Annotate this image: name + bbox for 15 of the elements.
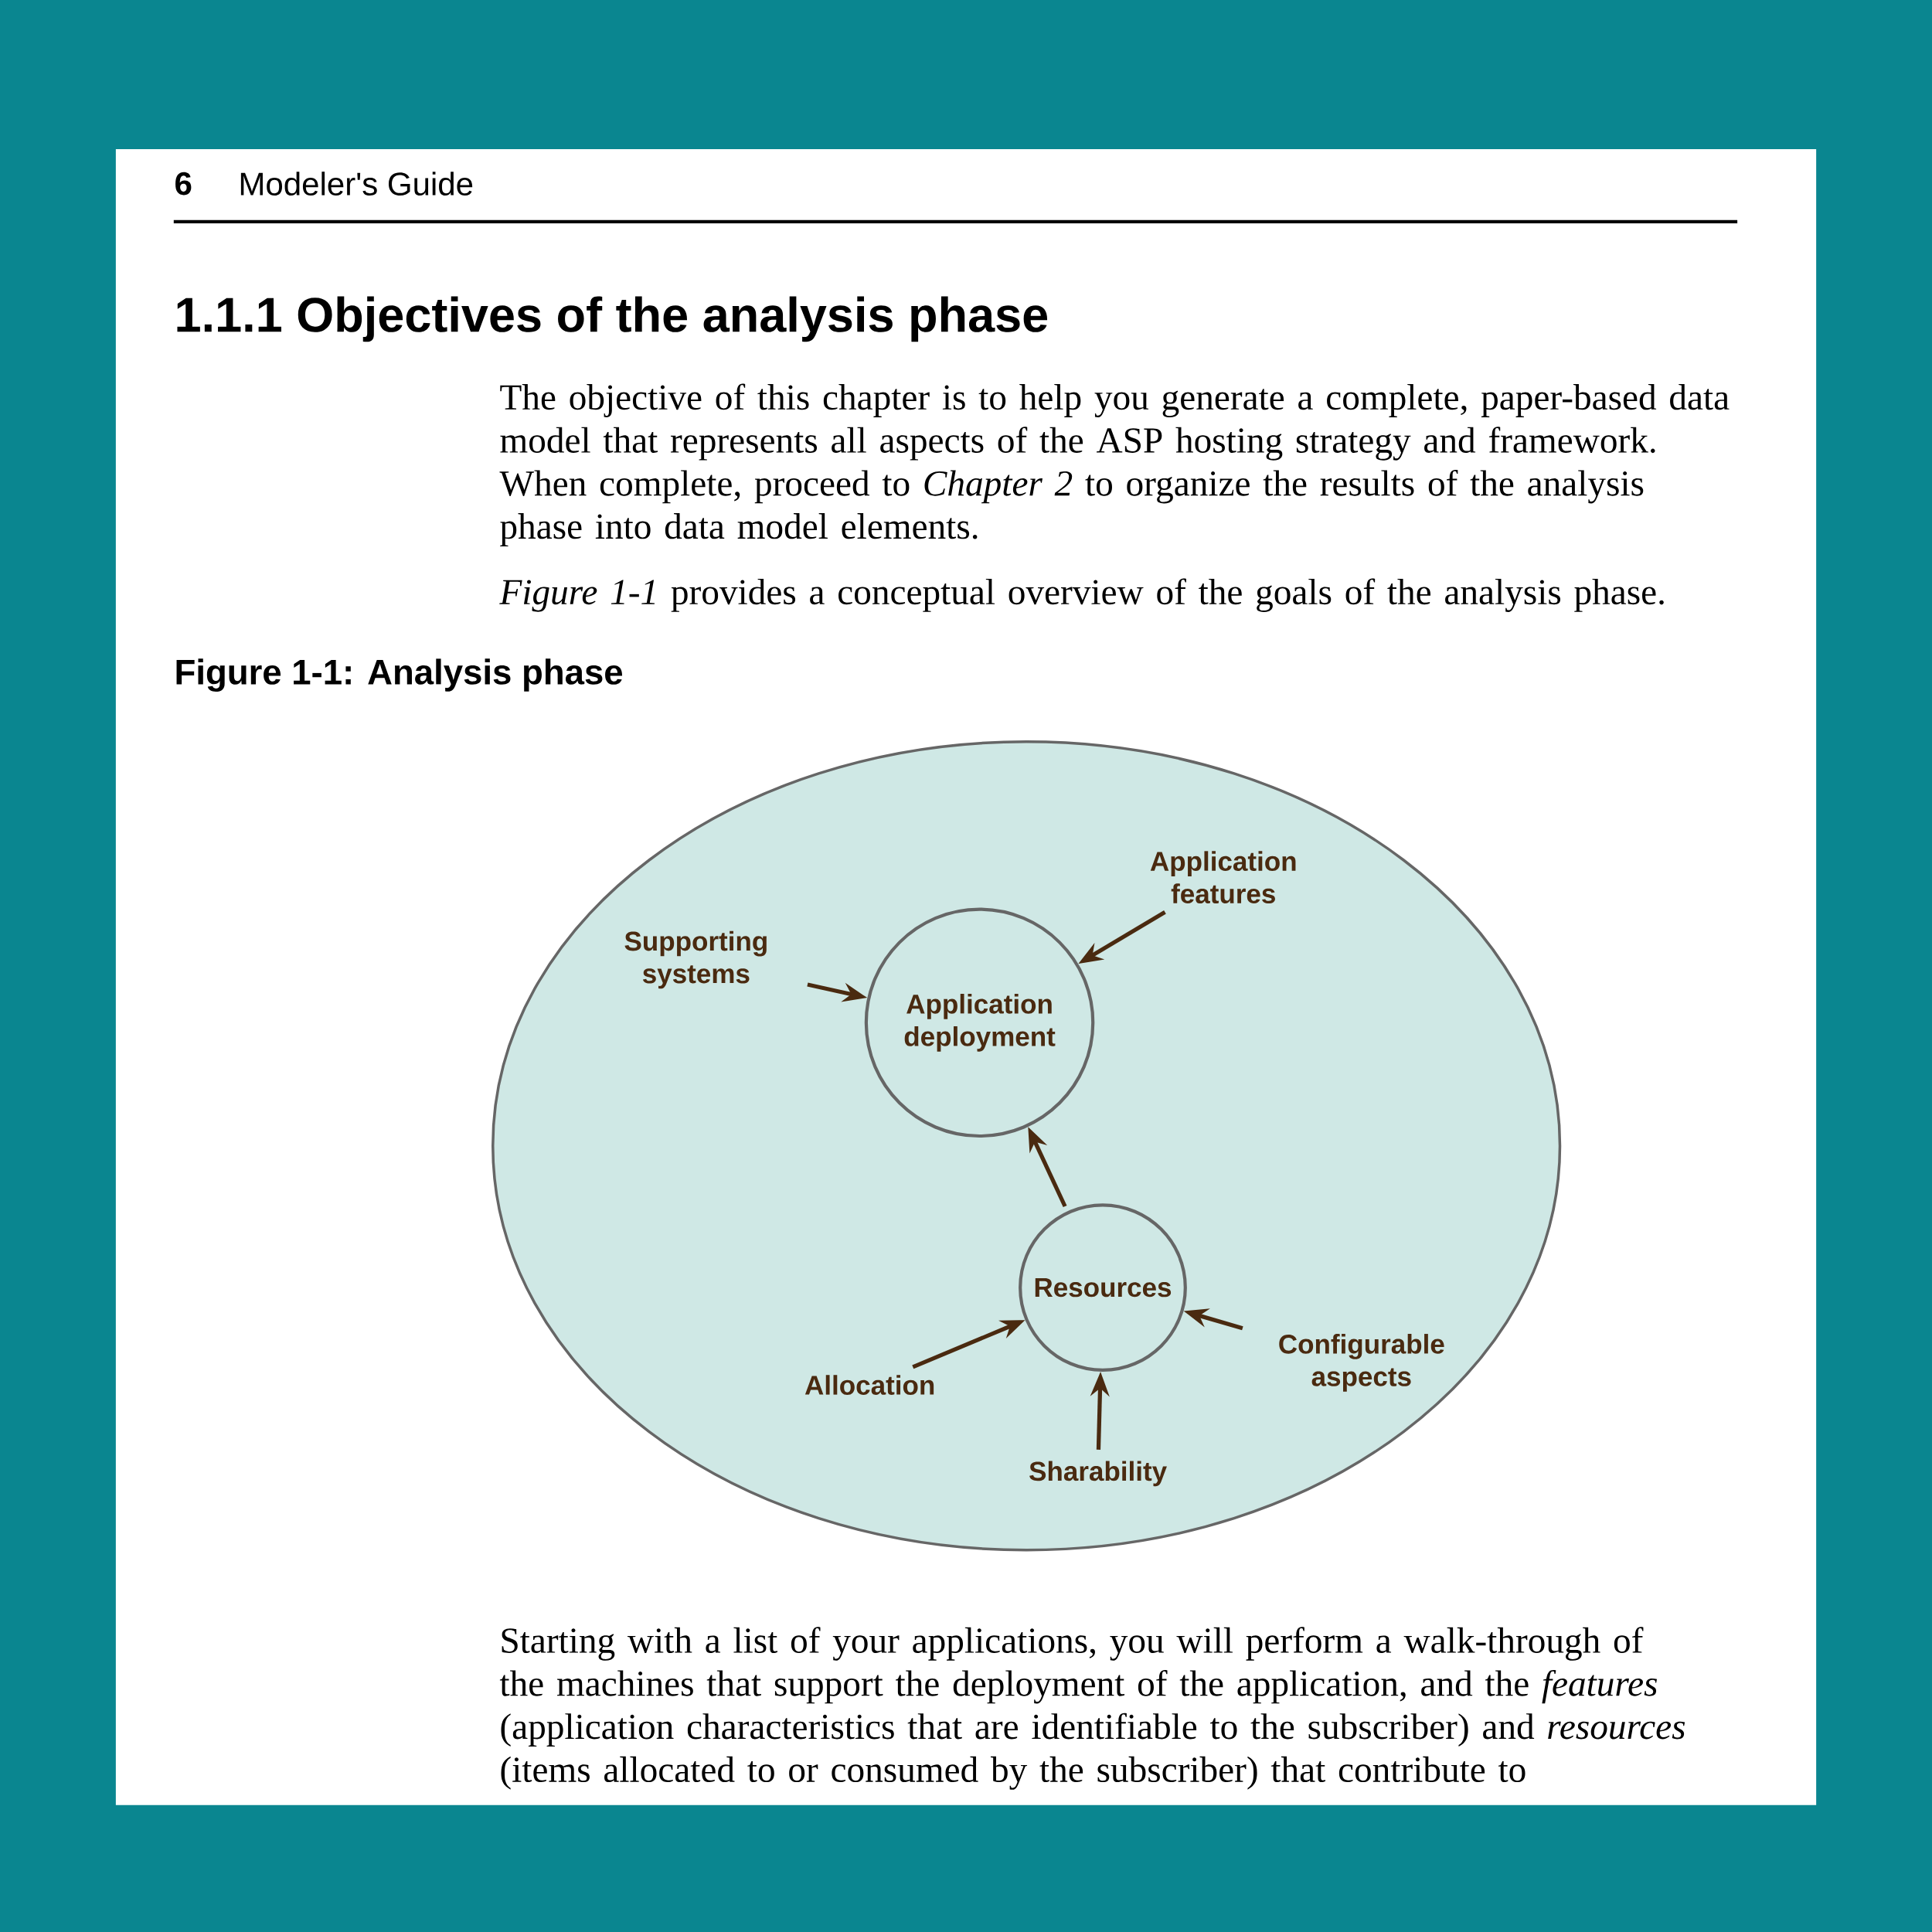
circle-node: Application deployment: [864, 907, 1095, 1138]
node-label: Application features: [1150, 851, 1296, 904]
circle-node: Resources: [1019, 1203, 1187, 1372]
node-label: Supporting systems: [624, 930, 767, 989]
paragraph: Starting with a list of your applications, you will perform a walk-through of the machines that support the deployment of the application, and the features (application characteristics that are identifiable to the subscriber) and resources (items allocated to or consumed by the subscriber) that contribute to: [499, 1627, 1685, 1790]
node-label: Configurable aspects: [1279, 1334, 1444, 1392]
node-label: Sharability: [1029, 1461, 1167, 1487]
paragraph: The objective of this chapter is to help you generate a complete, paper-based data model that represents all aspects of the ASP hosting strategy and framework. When complete, proceed to Chapter 2 to organize the results of the analysis phase into data model elements.: [499, 383, 1730, 546]
ellipse-boundary: [492, 740, 1562, 1552]
node-label: Allocation: [804, 1375, 934, 1395]
section-heading: 1.1.1 Objectives of the analysis phase: [177, 296, 1048, 342]
paragraph: Figure 1-1 provides a conceptual overview of the goals of the analysis phase.: [499, 578, 1664, 612]
running-header: Modeler's Guide: [240, 172, 473, 196]
figure-caption: Figure 1-1: Analysis phase: [176, 658, 623, 692]
page-number: 6: [175, 172, 192, 196]
